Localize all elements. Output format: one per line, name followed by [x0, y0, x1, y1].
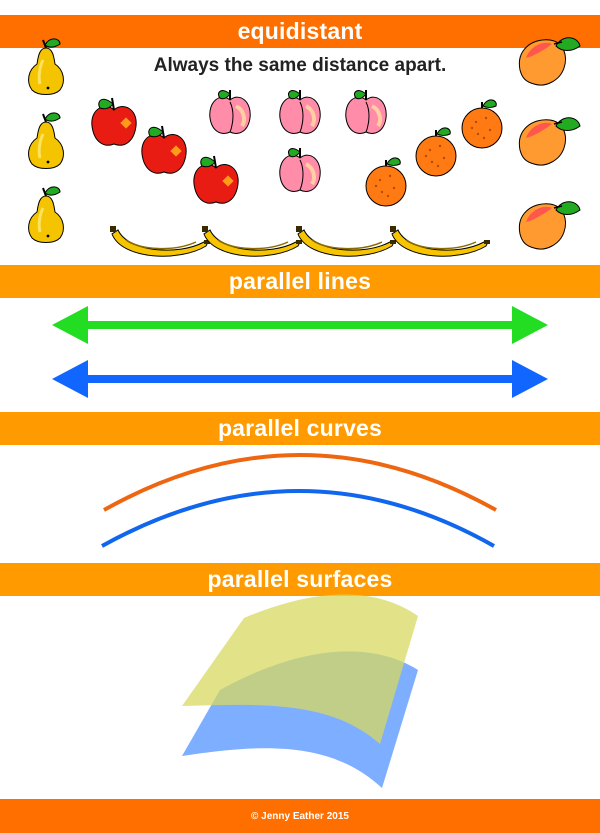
pear-icon [27, 185, 65, 244]
apple-icon [90, 97, 138, 147]
banana-icon [109, 225, 211, 257]
parallel-curve-blue [101, 489, 495, 548]
parallel-surface-yellow [182, 594, 418, 744]
pear-icon [27, 111, 65, 170]
banana-icon [201, 225, 303, 257]
orange-icon [415, 126, 457, 177]
pear-icon [27, 37, 65, 96]
banner-equidistant: equidistant [0, 15, 600, 48]
banana-icon [389, 225, 491, 257]
orange-icon [461, 98, 503, 149]
section-title-equidistant: equidistant [237, 18, 363, 44]
mango-icon [518, 36, 581, 86]
section-title-parallel-surfaces: parallel surfaces [207, 566, 393, 592]
parallel-curve-orange [103, 453, 497, 512]
banana-icon [295, 225, 397, 257]
parallel-line-blue [52, 360, 548, 398]
banner-parallel-surfaces: parallel surfaces [0, 563, 600, 596]
peach-icon [277, 146, 323, 194]
footer-credit: © Jenny Eather 2015 [251, 810, 349, 822]
peach-icon [277, 88, 323, 136]
peach-icon [343, 88, 389, 136]
footer-bar: © Jenny Eather 2015 [0, 799, 600, 833]
peach-icon [207, 88, 253, 136]
equidistant-subtitle: Always the same distance apart. [153, 55, 447, 76]
mango-icon [518, 200, 581, 250]
section-title-parallel-lines: parallel lines [228, 268, 372, 294]
banner-parallel-curves: parallel curves [0, 412, 600, 445]
orange-icon [365, 156, 407, 207]
section-title-parallel-curves: parallel curves [217, 415, 383, 441]
parallel-line-green [52, 306, 548, 344]
apple-icon [140, 125, 188, 175]
apple-icon [192, 155, 240, 205]
mango-icon [518, 116, 581, 166]
banner-parallel-lines: parallel lines [0, 265, 600, 298]
